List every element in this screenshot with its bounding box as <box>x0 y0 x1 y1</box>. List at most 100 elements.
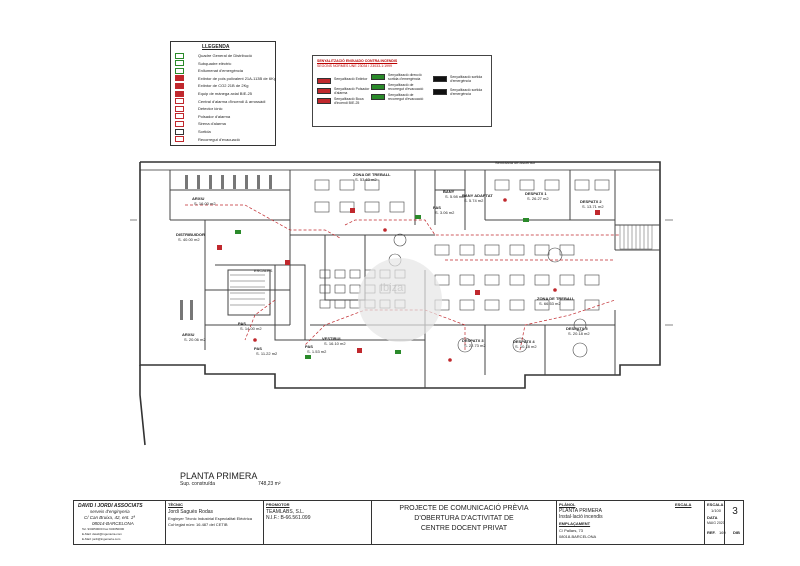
stairs <box>230 224 653 306</box>
signage-swatch <box>317 98 331 104</box>
room-area: S. 26.27 m2 <box>527 196 549 201</box>
drawing-title: PLANTA PRIMERA <box>180 471 258 481</box>
legend-row: Sirena d'alarma <box>174 120 226 127</box>
room-area: S. 66.53 m2 <box>539 301 561 306</box>
area-label: Sup. construïda <box>180 481 216 487</box>
room-area: S. 53.63 m2 <box>355 177 377 182</box>
room-name: BANY <box>443 189 455 194</box>
ref-label: REF. <box>707 530 716 535</box>
signage-label: Senyalització Extintor <box>334 77 368 81</box>
exit-icon <box>174 128 184 135</box>
emergency-light-icon <box>235 230 241 234</box>
detector-icon <box>174 105 184 112</box>
room-area: S. 22.73 m2 <box>464 343 486 348</box>
stairs-label: ESCALES <box>254 268 273 273</box>
legend-label: Quadre General de Distribució <box>198 53 253 58</box>
escala-label: ESCALA <box>675 502 692 507</box>
emergency-light-icon <box>305 355 311 359</box>
room-name: DESPATX 2 <box>580 199 602 204</box>
room-area: S. 14.00 m2 <box>240 326 262 331</box>
stairs-label: Semblaria de Ascenso <box>495 160 535 165</box>
legend-row: Detector iònic <box>174 105 222 112</box>
legend-row: Subquadre elèctric <box>174 60 231 67</box>
room-name: DISTRIBUIDOR <box>176 232 205 237</box>
emplacament-city: 08018-BARCELONA <box>559 534 597 539</box>
firm-cell: DAVID I JORDI ASSOCIATS serveis d'enginy… <box>74 501 166 544</box>
legend-row: Enllumenat d'emergència <box>174 67 243 74</box>
project-title: CENTRE DOCENT PRIVAT <box>420 525 508 532</box>
siren-icon <box>174 120 184 127</box>
legend-label: Polsador d'alarma <box>198 113 231 119</box>
legend-row: Quadre General de Distribució <box>174 52 252 59</box>
area-value: 748,23 m² <box>258 481 281 487</box>
signage-label: Senyalització sortida d'emergència <box>450 75 483 83</box>
room-area: S. 5.74 m2 <box>464 198 484 203</box>
project-cell: PROJECTE DE COMUNICACIÓ PRÈVIA D'OBERTUR… <box>372 501 557 544</box>
detector-icon <box>553 288 557 292</box>
firm-name: DAVID I JORDI ASSOCIATS <box>78 503 143 509</box>
project-title: D'OBERTURA D'ACTIVITAT DE <box>414 515 514 522</box>
tecnic-cell: TÈCNIC Jordi Saguès Rodas Enginyer Tècni… <box>166 501 264 544</box>
signage-subtitle: SEGONS NORMES UNE 23034 I 23033-1:1999 <box>317 64 392 68</box>
legend-label: Recorregut d'evacuació <box>198 136 240 142</box>
room-name: DESPATX 1 <box>525 191 547 196</box>
emplacament-street: C/ Pallars, 73 <box>559 528 584 533</box>
watermark-logo <box>358 258 442 342</box>
room-area: S. 10.18 m2 <box>515 344 537 349</box>
data-value: MAIG 2020 <box>707 521 725 525</box>
room-area: S. 40.00 m2 <box>178 237 200 242</box>
extinguisher-icon <box>217 245 222 250</box>
emergency-light-icon <box>395 350 401 354</box>
project-title: PROJECTE DE COMUNICACIÓ PRÈVIA <box>399 505 529 512</box>
room-name: PAS <box>305 344 313 349</box>
subpanel-icon <box>174 60 184 67</box>
evacuation-route-icon <box>174 136 184 143</box>
room-name: ZONA DE TREBALL <box>353 172 391 177</box>
watermark-text: Ibiza <box>380 282 404 294</box>
co2-extinguisher-icon <box>174 82 184 89</box>
room-name: ARXIU <box>182 332 195 337</box>
firm-email: E-Mail: jordi@ingenieria.com <box>82 537 121 541</box>
tecnic-title: Enginyer Tècnic Industrial Especialitat … <box>168 516 252 521</box>
signage-label: Senyalització direcció sortida d'emergèn… <box>388 73 422 81</box>
room-name: ZONA DE TREBALL <box>537 296 575 301</box>
room-area: S. 20.18 m2 <box>568 331 590 336</box>
plano-subtitle: Instal·lació incendis <box>559 514 603 520</box>
room-name: PAS <box>433 205 441 210</box>
tecnic-license: Col·legiat núm: 16.487 del CETIB <box>168 522 228 527</box>
promotor-name: TEAMLABS, S.L. <box>266 509 305 515</box>
emergency-light-icon <box>523 218 529 222</box>
scale-cell: ESCALA <box>675 501 726 544</box>
legend-row: Recorregut d'evacuació <box>174 136 240 143</box>
legend-label: Sortida <box>198 129 211 134</box>
signage-label: Senyalització de recorregut d'evacuació <box>388 83 424 91</box>
signage-swatch <box>371 84 385 90</box>
firm-address: C/ Can Bruixa, 42, ent. 1ª <box>84 515 135 520</box>
alarm-central-icon <box>174 98 184 105</box>
hose-icon <box>174 90 184 97</box>
emergency-light-icon <box>174 67 184 74</box>
room-name: BANY ADAPTAT <box>462 193 493 198</box>
legend-label: Central d'alarma d'incendi & arrossàdi <box>198 98 266 104</box>
archive-shelves <box>180 175 272 320</box>
legend-label: Subquadre elèctric <box>198 60 232 66</box>
promotor-cell: PROMOTOR TEAMLABS, S.L. N.I.F.: B-66.561… <box>264 501 372 544</box>
extinguisher-icon <box>357 348 362 353</box>
extinguisher-icon <box>595 210 600 215</box>
emergency-light-icon <box>415 215 421 219</box>
escala-label: ESCALA <box>707 502 724 507</box>
tecnic-label: TÈCNIC <box>168 502 183 507</box>
legend-row: Central d'alarma d'incendi & arrossàdi <box>174 98 265 105</box>
extinguisher-icon <box>174 75 184 82</box>
room-area: S. 11.22 m2 <box>256 351 278 356</box>
panel-icon <box>174 52 184 59</box>
ref-value: 169 <box>719 530 726 535</box>
legend-label: Enllumenat d'emergència <box>198 68 244 74</box>
furniture <box>314 179 610 358</box>
legend-label: Detector iònic <box>198 106 223 112</box>
signage-swatch <box>317 88 331 94</box>
plano-label: PLÀNOL <box>559 502 576 507</box>
extinguisher-icon <box>475 290 480 295</box>
legend-row: Extintor de pols polivalent 21A-113B de … <box>174 75 276 82</box>
